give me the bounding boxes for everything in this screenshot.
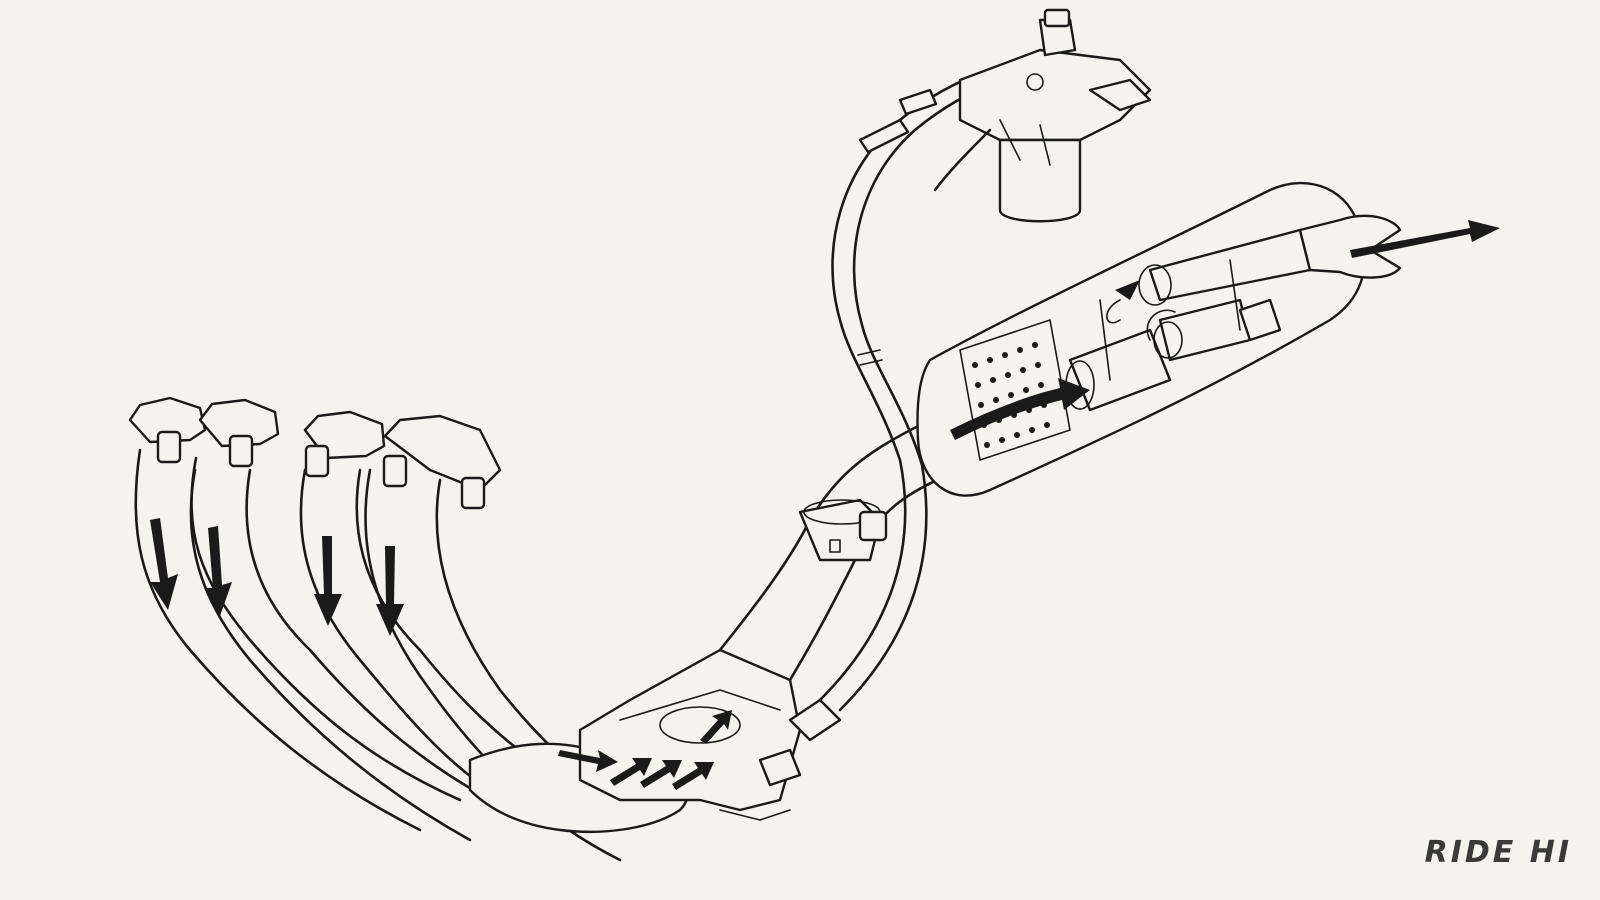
flow-arrows-headers bbox=[150, 518, 404, 636]
collector-chamber bbox=[468, 648, 802, 833]
mid-pipe bbox=[718, 418, 962, 682]
header-pipes bbox=[128, 396, 642, 862]
muffler-outlet bbox=[1298, 214, 1402, 279]
exhaust-valve-servo bbox=[933, 8, 1152, 223]
header-pipe-1 bbox=[134, 448, 462, 832]
header-flanges bbox=[128, 396, 502, 510]
header-pipe-3 bbox=[299, 468, 562, 812]
control-cables bbox=[758, 68, 1002, 787]
header-pipe-2 bbox=[189, 468, 512, 842]
flow-arrows-chamber bbox=[558, 710, 732, 790]
flow-arrows-muffler bbox=[950, 220, 1500, 440]
muffler-cutaway bbox=[916, 181, 1500, 497]
watermark-logo: RIDE HI bbox=[1424, 835, 1572, 870]
internal-tubes bbox=[1065, 228, 1312, 412]
